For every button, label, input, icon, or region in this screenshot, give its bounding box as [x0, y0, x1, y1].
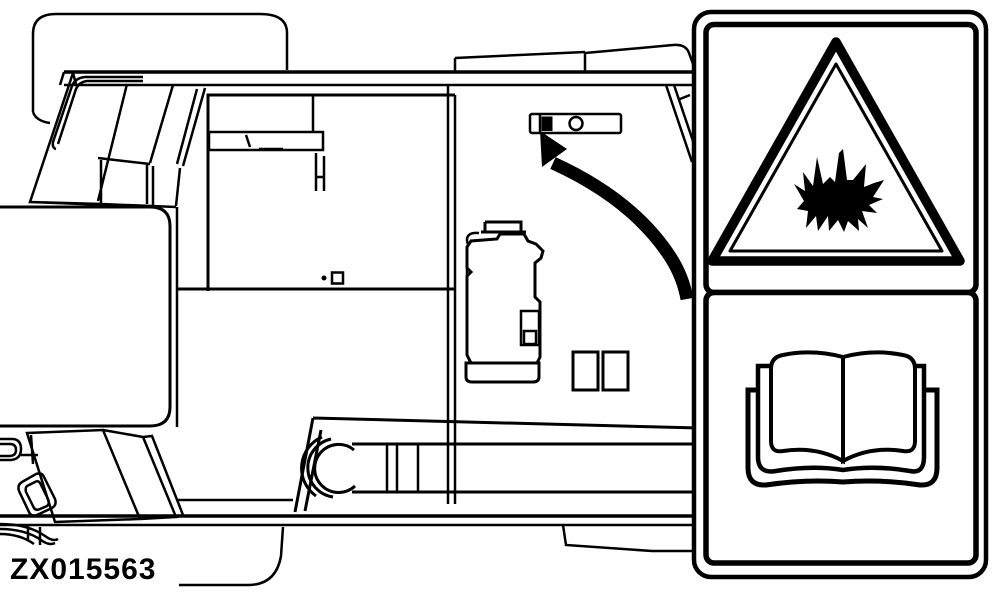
deck-dot	[321, 275, 327, 281]
tow-hook	[0, 522, 59, 546]
safety-decal-panel	[691, 9, 989, 580]
boom	[293, 416, 700, 513]
deck-box-right	[601, 350, 630, 392]
deck-plug	[330, 271, 345, 285]
bracket-h	[314, 153, 326, 191]
figure-code-leader-line	[179, 526, 285, 587]
figure-code: ZX015563	[10, 553, 157, 586]
grab-handle	[17, 472, 57, 517]
cab-outline	[0, 205, 172, 428]
excavator-top-view-drawing	[0, 12, 700, 587]
hood-panels	[28, 72, 207, 209]
tank	[464, 220, 545, 384]
counterweight-outline	[31, 12, 289, 125]
arrowhead	[540, 131, 567, 167]
muffler	[207, 96, 325, 152]
side-panels	[25, 428, 185, 524]
body-top-right-edge	[453, 43, 698, 163]
deck-box-left	[571, 350, 600, 392]
upper-track-band-inner	[58, 71, 699, 87]
engine-compartment	[178, 93, 455, 291]
grab-hook-upper	[0, 437, 38, 462]
explosion-warning-triangle-icon	[707, 37, 965, 266]
boom-pivot-arcs	[300, 435, 357, 499]
warning-decal-location-strip	[528, 112, 623, 135]
hood-trim-rail	[51, 75, 143, 151]
lower-track-band-inner	[0, 523, 699, 553]
curved-pointer-arrow	[540, 131, 694, 301]
deck-seams	[446, 86, 457, 504]
explosion-burst	[794, 149, 884, 232]
read-manual-book-icon	[745, 350, 940, 488]
